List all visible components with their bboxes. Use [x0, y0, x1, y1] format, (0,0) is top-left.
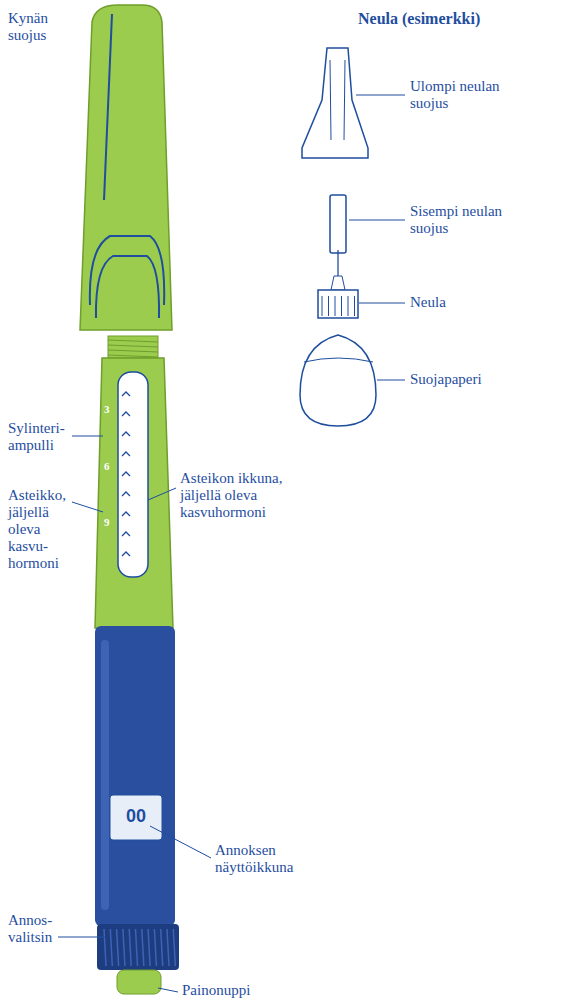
part-label: Sisempi neulan suojus: [410, 203, 514, 237]
outer-cap-ribs: [330, 60, 345, 140]
part-label: Suojapaperi: [410, 371, 530, 388]
leader-line: [72, 502, 103, 512]
part-label-text: Suojapaperi: [410, 371, 530, 388]
leader-line: [377, 380, 405, 381]
dose-display: 00: [118, 806, 154, 827]
part-label-text: Annos- valitsin: [8, 912, 58, 946]
selector-knurling: [104, 929, 175, 966]
outer-needle-cap: [302, 48, 368, 158]
section-heading: Neula (esimerkki): [358, 10, 558, 28]
body-barrel: [95, 626, 175, 926]
needle: [318, 250, 358, 318]
scale-number: 6: [104, 460, 116, 473]
dose-display-text: 00: [118, 806, 154, 827]
section-heading-text: Neula (esimerkki): [358, 10, 558, 28]
scale-number: 9: [104, 516, 116, 529]
leader-line: [150, 826, 211, 858]
inner-needle-cap: [330, 195, 346, 253]
leader-line: [359, 303, 405, 304]
leader-line: [158, 988, 178, 992]
cap-body: [80, 5, 172, 330]
part-label: Ulompi neulan suojus: [410, 78, 514, 112]
part-label: Annos- valitsin: [8, 912, 58, 946]
part-label: Asteikko, jäljellä oleva kasvu- hormoni: [8, 487, 72, 572]
pen-thread: [108, 336, 158, 358]
scale-marks: [122, 392, 130, 556]
needle-tip: [337, 250, 338, 276]
part-label-text: Painonuppi: [182, 982, 282, 999]
needle-cone: [331, 276, 345, 290]
pen-body: [95, 626, 175, 926]
push-button: [117, 970, 161, 994]
part-label-text: Asteikon ikkuna, jäljellä oleva kasvuhor…: [180, 470, 284, 521]
body-highlight: [101, 640, 109, 910]
part-label: Asteikon ikkuna, jäljellä oleva kasvuhor…: [180, 470, 284, 521]
leader-line: [356, 95, 405, 96]
scale-number: 3: [104, 403, 116, 416]
part-label-text: Neula: [410, 294, 514, 311]
part-label: Neula: [410, 294, 514, 311]
leader-lines: [58, 95, 405, 992]
part-label: Painonuppi: [182, 982, 282, 999]
leader-line: [58, 937, 105, 938]
scale-number-text: 6: [104, 460, 116, 473]
leader-line: [349, 220, 405, 221]
part-label: Kynän suojus: [8, 10, 70, 44]
cap-clip: [96, 256, 159, 318]
needle-hub: [318, 290, 358, 318]
dose-selector: [97, 924, 179, 970]
leader-line: [72, 436, 103, 437]
leader-line: [148, 488, 176, 500]
scale-number-text: 9: [104, 516, 116, 529]
cartridge-holder: [95, 358, 173, 628]
part-label-text: Annoksen näyttöikkuna: [215, 842, 315, 876]
part-label-text: Kynän suojus: [8, 10, 70, 44]
hub-ribs: [322, 296, 355, 316]
thread-lines: [108, 340, 158, 357]
part-label: Annoksen näyttöikkuna: [215, 842, 315, 876]
paper-fold: [304, 358, 373, 362]
protective-paper: [300, 335, 376, 426]
dose-window: [110, 795, 162, 840]
part-label-text: Sylinteri- ampulli: [8, 420, 72, 454]
thread-body: [108, 336, 158, 358]
part-label-text: Asteikko, jäljellä oleva kasvu- hormoni: [8, 487, 72, 572]
scale-window: [118, 372, 148, 577]
part-label-text: Sisempi neulan suojus: [410, 203, 514, 237]
holder-body: [95, 358, 173, 628]
cap-highlight: [104, 14, 112, 200]
scale-number-text: 3: [104, 403, 116, 416]
part-label: Sylinteri- ampulli: [8, 420, 72, 454]
pen-cap: [80, 5, 172, 330]
part-label-text: Ulompi neulan suojus: [410, 78, 514, 112]
selector-ring: [97, 924, 179, 970]
